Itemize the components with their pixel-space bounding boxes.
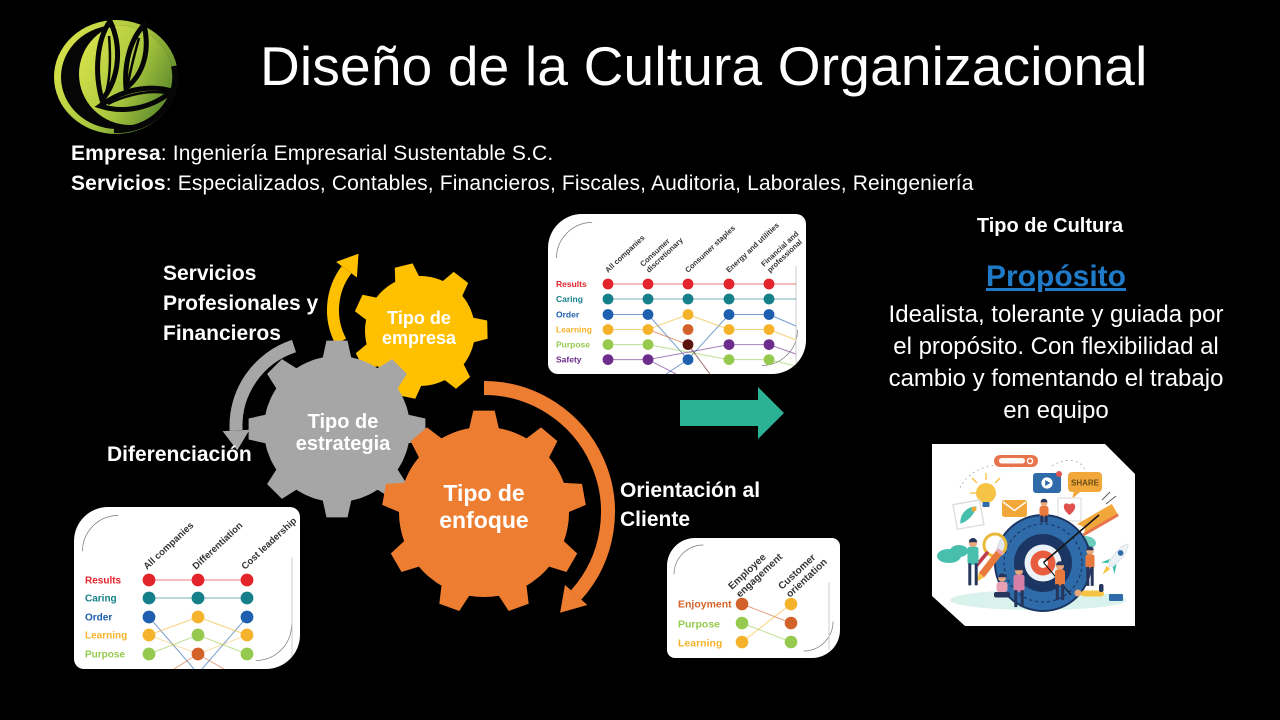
svg-text:Caring: Caring bbox=[85, 594, 117, 605]
svg-text:Results: Results bbox=[85, 576, 122, 587]
svg-text:enfoque: enfoque bbox=[439, 507, 528, 533]
svg-text:Order: Order bbox=[556, 309, 580, 319]
svg-text:Purpose: Purpose bbox=[556, 340, 590, 350]
svg-text:Learning: Learning bbox=[556, 324, 592, 334]
svg-text:Enjoyment: Enjoyment bbox=[678, 599, 732, 611]
svg-text:Learning: Learning bbox=[85, 631, 127, 642]
svg-text:Order: Order bbox=[85, 613, 112, 624]
svg-text:Tipo de: Tipo de bbox=[308, 411, 379, 433]
svg-text:Results: Results bbox=[556, 279, 587, 289]
svg-text:estrategia: estrategia bbox=[296, 433, 391, 455]
svg-text:empresa: empresa bbox=[382, 328, 457, 348]
svg-text:Purpose: Purpose bbox=[678, 618, 720, 630]
svg-text:Safety: Safety bbox=[556, 355, 582, 365]
svg-text:SHARE: SHARE bbox=[1071, 479, 1100, 488]
svg-text:Learning: Learning bbox=[678, 637, 722, 649]
svg-text:Purpose: Purpose bbox=[85, 650, 125, 661]
svg-text:Caring: Caring bbox=[556, 294, 583, 304]
svg-text:Tipo de: Tipo de bbox=[387, 308, 451, 328]
svg-text:Tipo de: Tipo de bbox=[443, 480, 524, 506]
